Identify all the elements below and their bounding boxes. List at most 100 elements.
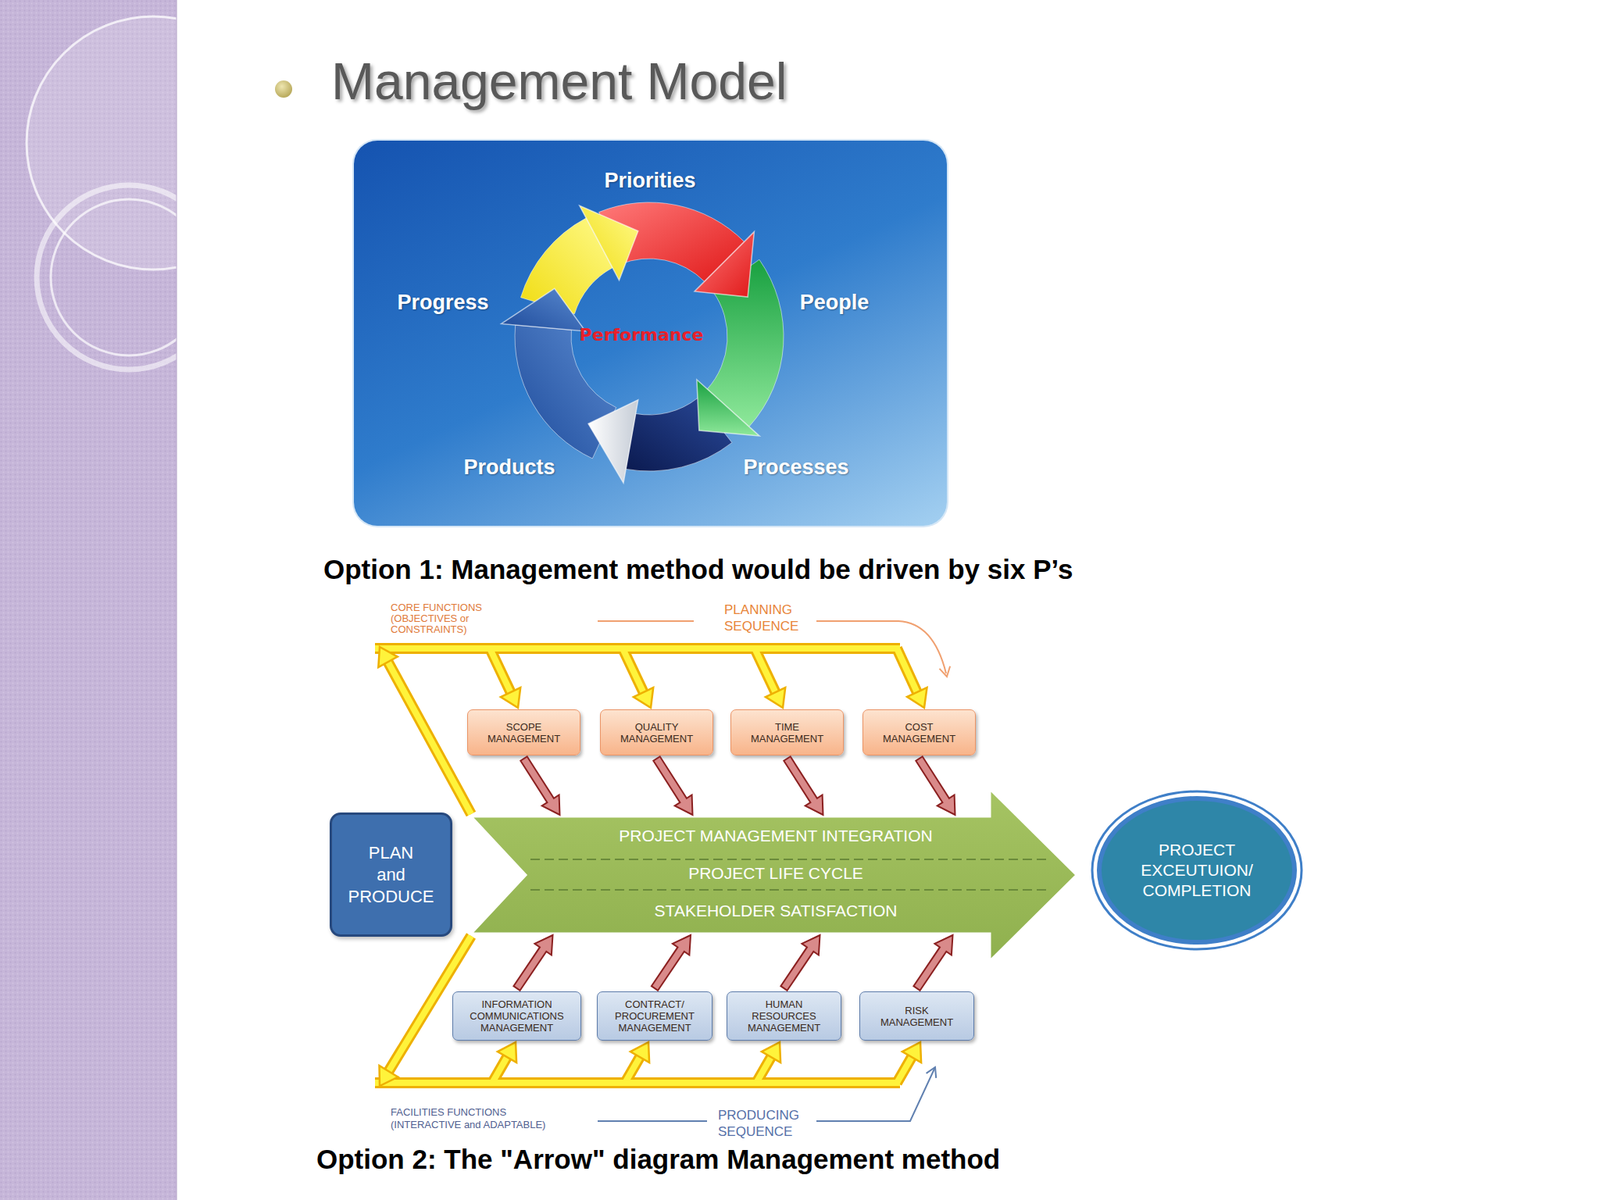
sequence-line [625, 1053, 643, 1083]
process-box: SCOPE MANAGEMENT [467, 709, 581, 756]
slide-title: Management Model [331, 51, 787, 111]
stripe-edge [176, 0, 178, 1200]
node-label: HUMAN RESOURCES MANAGEMENT [727, 998, 841, 1034]
connector-arrow [653, 756, 693, 815]
cycle-label: Priorities [603, 168, 696, 193]
cycle-label: Products [463, 455, 555, 480]
sequence-line [622, 648, 646, 697]
guide-arrowhead [939, 666, 951, 677]
ellipse-outer [1092, 791, 1302, 950]
band-label: STAKEHOLDER SATISFACTION [525, 901, 1026, 921]
start-box: PLAN and PRODUCE [329, 812, 453, 937]
cycle-label: Progress [396, 290, 489, 315]
sequence-line [375, 1077, 900, 1089]
sequence-label: PRODUCING SEQUENCE [717, 1107, 812, 1140]
connector-shape [651, 935, 691, 991]
connector-arrow [513, 935, 553, 991]
sequence-line [896, 1053, 915, 1083]
cycle-arrowhead [694, 232, 754, 298]
cycle-label: Processes [742, 455, 849, 480]
sequence-line [492, 1053, 510, 1083]
sequence-line [625, 1053, 643, 1083]
sequence-line [375, 642, 900, 654]
guide-arrowhead [926, 1067, 937, 1079]
facility-box: HUMAN RESOURCES MANAGEMENT [726, 991, 842, 1041]
connector-arrow [913, 935, 953, 991]
side-stripe [0, 0, 177, 1200]
process-box: QUALITY MANAGEMENT [600, 709, 714, 756]
node-label: TIME MANAGEMENT [731, 721, 843, 745]
sequence-line [385, 658, 472, 815]
node-label: QUALITY MANAGEMENT [600, 721, 713, 745]
node-label: PLAN and PRODUCE [344, 842, 439, 908]
option-caption: Option 2: The "Arrow" diagram Management… [316, 1143, 1000, 1175]
sequence-arrowhead [761, 1042, 781, 1063]
sequence-line [756, 1053, 774, 1083]
cycle-label: Performance [579, 325, 704, 345]
process-box: TIME MANAGEMENT [730, 709, 844, 756]
group-label: FACILITIES FUNCTIONS (INTERACTIVE and AD… [390, 1106, 567, 1132]
node-label: CONTRACT/ PROCUREMENT MANAGEMENT [597, 998, 712, 1034]
sequence-line [489, 648, 513, 697]
option-caption: Option 1: Management method would be dri… [323, 553, 1073, 586]
node-label: PROJECT EXCEUTUION/ COMPLETION [1126, 839, 1268, 901]
connector-shape [513, 935, 553, 991]
sequence-line [896, 1053, 915, 1083]
sequence-label: PLANNING SEQUENCE [724, 601, 818, 635]
sequence-arrowhead [765, 687, 786, 708]
connector-shape [780, 935, 820, 991]
guide-line [597, 1120, 708, 1122]
sequence-arrowhead [902, 1042, 922, 1063]
connector-shape [653, 756, 693, 815]
band-label: PROJECT LIFE CYCLE [525, 864, 1026, 883]
band-label: PROJECT MANAGEMENT INTEGRATION [525, 826, 1026, 846]
connector-arrow [783, 756, 823, 815]
sequence-line [896, 648, 919, 697]
connector-arrow [520, 756, 560, 815]
connector-shape [915, 756, 955, 815]
band-divider [530, 889, 1051, 891]
node-label: INFORMATION COMMUNICATIONS MANAGEMENT [453, 998, 581, 1034]
facility-box: RISK MANAGEMENT [859, 991, 975, 1041]
connector-shape [783, 756, 823, 815]
sequence-arrowhead [378, 646, 398, 668]
cycle-arrowhead [501, 288, 586, 332]
sequence-line [489, 648, 513, 697]
cycle-arrowhead [579, 205, 639, 280]
facility-box: CONTRACT/ PROCUREMENT MANAGEMENT [596, 991, 713, 1041]
sequence-arrowhead [497, 1042, 517, 1063]
guide-line [597, 620, 694, 622]
sequence-arrowhead [630, 1042, 650, 1063]
arrow-body [471, 789, 1077, 961]
sequence-line [756, 1053, 774, 1083]
node-label: SCOPE MANAGEMENT [467, 721, 580, 745]
title-bullet [275, 80, 293, 98]
connector-arrow [651, 935, 691, 991]
sequence-line [622, 648, 646, 697]
connector-arrow [915, 756, 955, 815]
group-label: CORE FUNCTIONS (OBJECTIVES or CONSTRAINT… [390, 602, 508, 636]
sequence-arrowhead [379, 1065, 399, 1086]
cycle-arrowhead [696, 379, 760, 436]
sequence-arrowhead [633, 687, 654, 708]
cycle-label: People [800, 290, 870, 315]
connector-shape [913, 935, 953, 991]
sequence-line [896, 648, 919, 697]
connector-arrow [780, 935, 820, 991]
sequence-line [375, 645, 900, 652]
sequence-arrowhead [500, 687, 521, 708]
sequence-arrowhead [907, 687, 927, 708]
sequence-line [754, 648, 778, 697]
process-box: COST MANAGEMENT [862, 709, 976, 756]
node-label: COST MANAGEMENT [863, 721, 975, 745]
main-arrow: PROJECT MANAGEMENT INTEGRATION PROJECT LI… [471, 816, 1077, 934]
sequence-line [375, 1079, 900, 1086]
ellipse-inner [1099, 798, 1295, 943]
guide-line [816, 1067, 936, 1122]
sequence-line [385, 658, 472, 815]
connector-shape [520, 756, 560, 815]
guide-line [816, 621, 947, 674]
sequence-line [754, 648, 778, 697]
facility-box: INFORMATION COMMUNICATIONS MANAGEMENT [452, 991, 582, 1041]
